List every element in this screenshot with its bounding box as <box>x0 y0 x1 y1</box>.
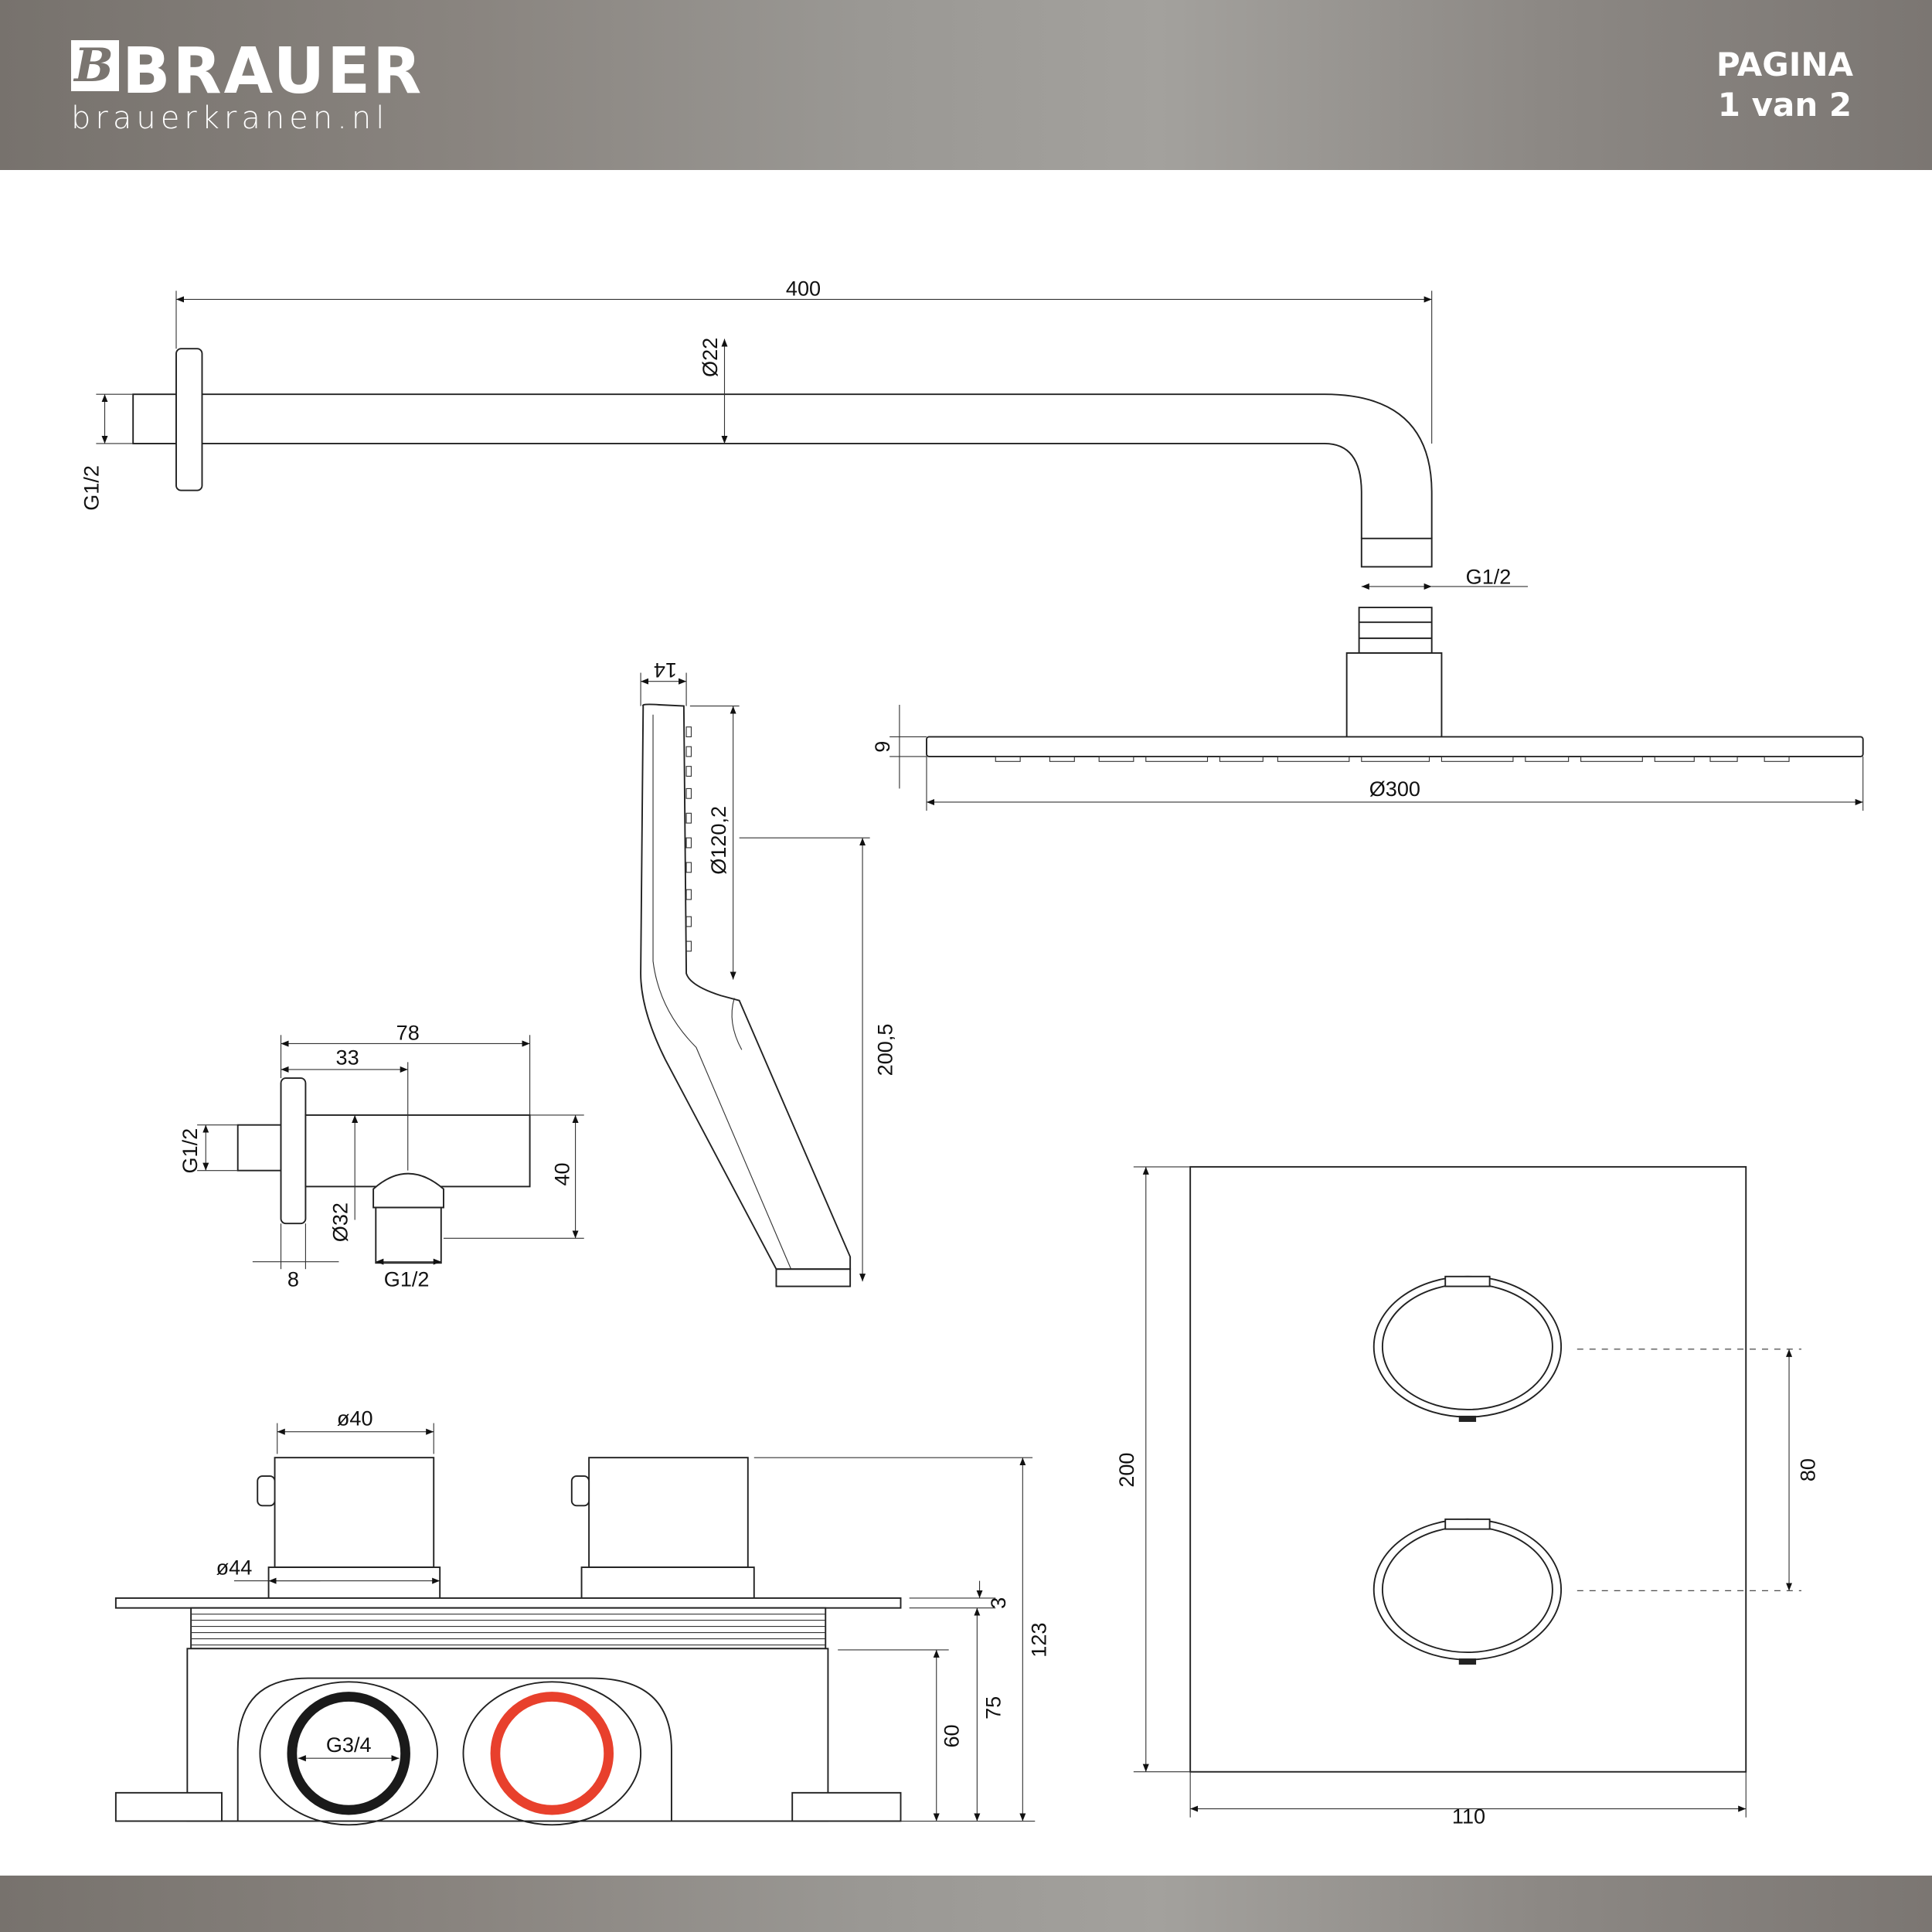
knob-right-rosette <box>580 1566 755 1599</box>
brand-logo-mark: B <box>71 40 119 91</box>
label-arm-diameter: Ø22 <box>698 338 722 377</box>
front-plate <box>1189 1165 1747 1773</box>
label-outlet-wall-thread: G1/2 <box>178 1128 202 1174</box>
label-knob-spacing: 80 <box>1796 1458 1820 1481</box>
knob-right-lever <box>570 1475 590 1507</box>
label-arm-wall-thread: G1/2 <box>80 465 104 511</box>
thermostat-front-view: 80 200 110 <box>1114 1165 1820 1828</box>
label-depth-75: 75 <box>981 1696 1005 1719</box>
label-connection: G3/4 <box>326 1733 372 1757</box>
knob-right-knurl <box>588 1457 749 1569</box>
arm-pipe <box>202 393 1433 539</box>
label-head-diameter: Ø300 <box>1369 777 1420 801</box>
head-nozzles <box>995 756 1790 762</box>
label-outlet-flange: 8 <box>287 1267 299 1291</box>
arm-outlet-thread <box>1360 537 1433 568</box>
hot-inlet-ring <box>490 1692 614 1815</box>
label-front-width: 110 <box>1452 1804 1485 1828</box>
label-rosette-diameter: ø44 <box>216 1556 253 1580</box>
front-knob-top <box>1372 1275 1563 1422</box>
cold-inlet-ring <box>287 1692 410 1815</box>
knob-left-rosette <box>267 1566 441 1599</box>
page-label: PAGINA <box>1716 46 1853 83</box>
page-number: 1 van 2 <box>1717 86 1852 124</box>
hand-shower: 14 Ø120,2 200,5 <box>640 658 896 1287</box>
front-knob-bottom <box>1372 1518 1563 1665</box>
label-hand-head-diameter: Ø120,2 <box>706 806 730 875</box>
shower-arm: 400 Ø22 G1/2 G1/2 <box>80 277 1529 590</box>
label-total-height: 123 <box>1027 1623 1051 1658</box>
box-foot-left <box>114 1791 223 1822</box>
label-hand-thickness: 14 <box>654 658 677 682</box>
website-link[interactable]: brauerkranen.nl <box>71 100 389 136</box>
label-front-height: 200 <box>1114 1452 1138 1487</box>
rain-shower-head: 9 Ø300 <box>870 607 1864 811</box>
label-outlet-diameter: Ø32 <box>328 1202 352 1242</box>
outlet-flange <box>280 1077 307 1225</box>
brand-name: BRAUER <box>122 35 424 108</box>
hand-shower-nozzles <box>685 726 692 952</box>
box-inlet-arch <box>236 1677 672 1821</box>
thermostat-side-view: G3/4 ø40 ø44 123 3 75 60 <box>114 1406 1051 1826</box>
label-arm-length: 400 <box>786 277 821 301</box>
label-plate-thickness: 3 <box>986 1597 1010 1609</box>
label-arm-outlet-thread: G1/2 <box>1466 565 1512 589</box>
cover-plate <box>114 1597 902 1609</box>
knob-left-lever <box>257 1475 276 1507</box>
arm-wall-thread <box>132 393 177 444</box>
wall-outlet: 78 33 G1/2 Ø32 40 8 G1/2 <box>178 1021 584 1291</box>
outlet-wall-thread <box>236 1124 282 1172</box>
arm-flange <box>175 348 203 492</box>
label-outlet-length: 78 <box>396 1021 420 1045</box>
page-indicator: PAGINA 1 van 2 <box>1716 45 1853 125</box>
outlet-elbow <box>372 1172 444 1209</box>
hand-shower-thread <box>775 1268 852 1287</box>
outlet-elbow-thread <box>375 1206 442 1264</box>
label-depth-60: 60 <box>939 1724 963 1747</box>
header-band: BBRAUER brauerkranen.nl PAGINA 1 van 2 <box>0 0 1932 170</box>
label-outlet-offset: 33 <box>336 1046 359 1070</box>
label-head-thickness: 9 <box>870 741 894 753</box>
label-outlet-height: 40 <box>550 1162 574 1185</box>
ribbed-sleeve <box>190 1607 827 1650</box>
label-outlet-elbow-thread: G1/2 <box>384 1267 430 1291</box>
brand-logo: BBRAUER <box>71 40 423 104</box>
footer-band <box>0 1876 1932 1932</box>
label-knob-diameter: ø40 <box>337 1406 373 1430</box>
knob-left-knurl <box>274 1457 435 1569</box>
box-foot-right <box>791 1791 902 1822</box>
label-hand-length: 200,5 <box>872 1024 896 1077</box>
head-connector <box>1345 652 1443 738</box>
head-plate <box>926 736 1864 757</box>
head-swivel <box>1358 607 1433 654</box>
